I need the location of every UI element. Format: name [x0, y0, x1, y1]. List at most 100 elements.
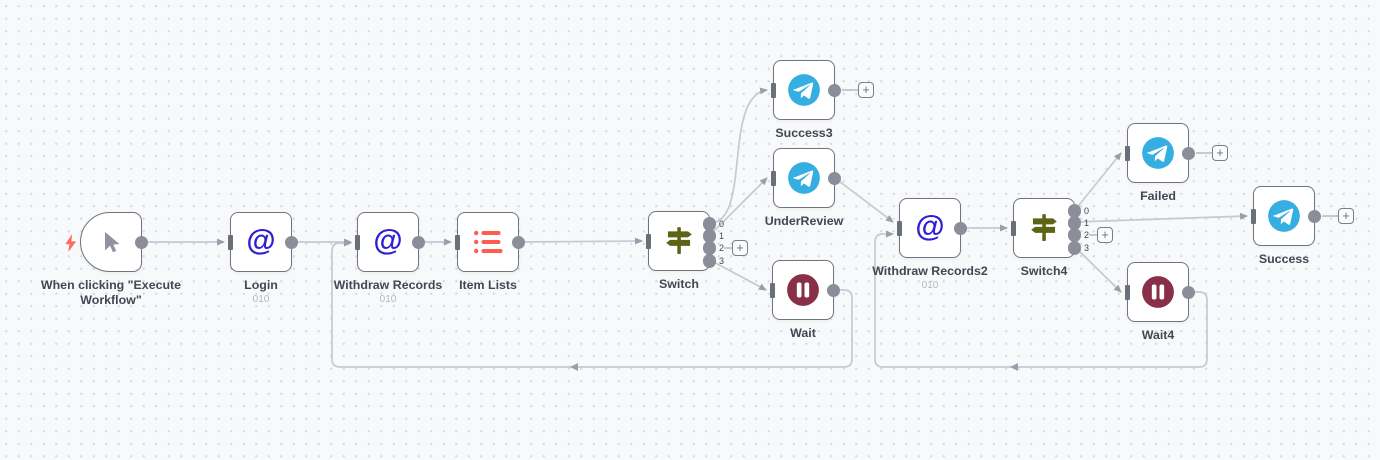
output-port-label: 0: [719, 219, 725, 229]
at-icon: @: [246, 224, 276, 257]
output-port-0[interactable]: [1067, 204, 1081, 218]
connection-switch4-1-to-success[interactable]: [1074, 212, 1248, 223]
node-caption: Success: [1209, 252, 1359, 267]
connection-wait-to-withdraw-records[interactable]: [331, 239, 853, 368]
output-port[interactable]: [284, 235, 298, 249]
input-port[interactable]: [355, 235, 360, 250]
output-port-label: 1: [1084, 218, 1090, 228]
node-wait[interactable]: [770, 260, 840, 320]
input-port[interactable]: [771, 83, 776, 98]
node-sublabel: 010: [921, 279, 939, 291]
node-caption: When clicking "Execute Workflow": [36, 278, 186, 307]
pause-icon: [1140, 274, 1176, 310]
node-success3[interactable]: +: [771, 60, 874, 120]
input-port[interactable]: [771, 171, 776, 186]
lightning-bolt-icon: [64, 234, 78, 252]
node-login[interactable]: @: [228, 212, 298, 272]
connection-direction-arrow: [570, 363, 578, 371]
node-withdraw-records[interactable]: @: [355, 212, 425, 272]
telegram-icon: [1267, 199, 1301, 233]
node-label: Success: [1258, 252, 1310, 266]
add-node-button[interactable]: +: [1212, 145, 1228, 161]
connection-stub: [1196, 152, 1212, 154]
connection-switch-0-to-success3[interactable]: [709, 87, 768, 224]
input-port[interactable]: [228, 235, 233, 250]
connection-switch-1-to-underreview[interactable]: [709, 177, 768, 236]
node-label: Withdraw Records: [333, 278, 443, 292]
input-port[interactable]: [897, 221, 902, 236]
connection-wait4-to-withdraw-records2[interactable]: [874, 230, 1208, 368]
node-caption: UnderReview: [729, 214, 879, 229]
node-when-clicking-execute-workflow[interactable]: [65, 212, 148, 272]
output-port-3[interactable]: [702, 254, 716, 268]
input-port[interactable]: [1125, 285, 1130, 300]
node-caption: Item Lists: [413, 278, 563, 293]
connection-stub: [1089, 234, 1097, 236]
output-port[interactable]: [411, 235, 425, 249]
input-port[interactable]: [1251, 209, 1256, 224]
output-port-label: 2: [1084, 230, 1090, 240]
input-port[interactable]: [1011, 221, 1016, 236]
output-port[interactable]: [1181, 146, 1195, 160]
node-label: Item Lists: [459, 278, 517, 292]
connection-item-lists-to-switch[interactable]: [518, 237, 643, 245]
node-label: Login: [244, 278, 278, 292]
output-port[interactable]: [134, 235, 148, 249]
node-withdraw-records2[interactable]: @: [897, 198, 967, 258]
output-port[interactable]: [1181, 285, 1195, 299]
node-wait4[interactable]: [1125, 262, 1195, 322]
at-icon: @: [373, 224, 403, 257]
node-sublabel: 010: [252, 293, 270, 305]
output-port-1[interactable]: [1067, 216, 1081, 230]
signpost-icon: [1027, 211, 1061, 245]
node-caption: Switch: [604, 277, 754, 292]
output-port-2[interactable]: [702, 241, 716, 255]
output-port-0[interactable]: [702, 217, 716, 231]
output-port[interactable]: [511, 235, 525, 249]
output-port-label: 3: [1084, 243, 1090, 253]
connection-stub: [1322, 215, 1338, 217]
output-port-1[interactable]: [702, 229, 716, 243]
output-port[interactable]: [826, 283, 840, 297]
node-caption: Failed: [1083, 189, 1233, 204]
connection-switch-3-to-wait[interactable]: [709, 259, 767, 291]
input-port[interactable]: [770, 283, 775, 298]
node-caption: Wait: [728, 326, 878, 341]
node-label: Wait: [790, 326, 816, 340]
node-label: Wait4: [1141, 328, 1175, 342]
input-port[interactable]: [1125, 146, 1130, 161]
add-node-button[interactable]: +: [858, 82, 874, 98]
node-switch4[interactable]: 0 1 2 +3: [1011, 198, 1113, 258]
node-underreview[interactable]: [771, 148, 841, 208]
input-port[interactable]: [646, 234, 651, 249]
output-port[interactable]: [827, 83, 841, 97]
node-item-lists[interactable]: [455, 212, 525, 272]
at-icon: @: [915, 210, 945, 243]
add-node-button[interactable]: +: [1338, 208, 1354, 224]
output-port-label: 2: [719, 243, 725, 253]
node-failed[interactable]: +: [1125, 123, 1228, 183]
connection-stub: [842, 89, 858, 91]
node-success[interactable]: +: [1251, 186, 1354, 246]
connection-underreview-to-withdraw-records2[interactable]: [834, 177, 894, 223]
output-port[interactable]: [1307, 209, 1321, 223]
output-port-3[interactable]: [1067, 241, 1081, 255]
output-port[interactable]: [953, 221, 967, 235]
node-caption: Switch4: [969, 264, 1119, 279]
connection-switch4-0-to-failed[interactable]: [1074, 152, 1122, 211]
node-caption: Success3: [729, 126, 879, 141]
connection-switch4-3-to-wait4[interactable]: [1074, 246, 1122, 293]
output-port-label: 0: [1084, 206, 1090, 216]
add-node-button[interactable]: +: [1097, 227, 1113, 243]
telegram-icon: [787, 73, 821, 107]
node-label: Withdraw Records2: [872, 264, 988, 278]
node-sublabel: 010: [379, 293, 397, 305]
output-port[interactable]: [827, 171, 841, 185]
input-port[interactable]: [455, 235, 460, 250]
output-port-2[interactable]: [1067, 228, 1081, 242]
add-node-button[interactable]: +: [732, 240, 748, 256]
